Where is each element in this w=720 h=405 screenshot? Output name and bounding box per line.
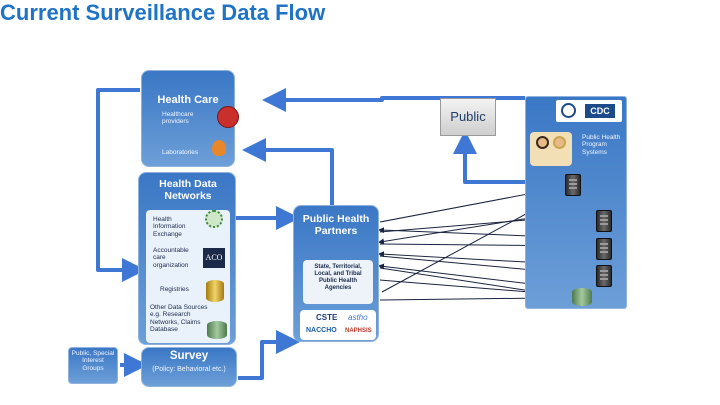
- hie-network-icon: [205, 210, 223, 228]
- registries-database-icon: [206, 280, 224, 302]
- registries-label: Registries: [160, 286, 189, 293]
- page-title: Current Surveillance Data Flow: [0, 0, 326, 25]
- hospital-icon: [217, 106, 239, 128]
- public-interest-box: [68, 347, 118, 384]
- laboratories-label: Laboratories: [162, 149, 199, 156]
- aco-logo: ACO: [203, 248, 225, 268]
- partner-logo-naphsis: NAPHSIS: [345, 328, 372, 334]
- partner-logo-cste: CSTE: [316, 313, 338, 322]
- server-icon-4: [596, 265, 612, 287]
- agencies-label: State, Territorial, Local, and Tribal Pu…: [314, 264, 362, 291]
- arrow-partners-to-healthcare: [242, 138, 334, 205]
- health-data-networks-title: Health Data Networks: [159, 178, 217, 203]
- public-interest-label: Public, Special Interest Groups: [71, 350, 115, 372]
- other-data-sources-label: Other Data Sources e.g. Research Network…: [150, 304, 208, 334]
- arrow-loop-left: [96, 88, 146, 282]
- health-care-title: Health Care: [157, 94, 219, 106]
- people-icon: [530, 132, 572, 166]
- server-icon-2: [596, 210, 612, 232]
- arrow-to-public: [453, 130, 525, 184]
- public-box: Public: [440, 98, 496, 136]
- aco-label: Accountable care organization: [153, 247, 189, 269]
- program-systems-label: Public Health Program Systems: [582, 134, 621, 156]
- cdc-database-icon: [572, 288, 592, 306]
- server-icon-3: [596, 238, 612, 260]
- partner-logo-naccho: NACCHO: [306, 327, 337, 334]
- healthcare-providers-label: Healthcare providers: [162, 111, 194, 126]
- survey-panel: [141, 347, 237, 387]
- other-sources-database-icon: [207, 321, 227, 339]
- lab-flask-icon: [212, 140, 226, 156]
- agencies-box: [303, 260, 373, 304]
- survey-subtitle: (Policy: Behavioral etc.): [152, 366, 226, 373]
- hhs-seal-icon: [561, 103, 576, 118]
- partner-logos-box: [300, 310, 376, 340]
- networks-content-box: [146, 210, 230, 343]
- person-icon-left: [536, 136, 549, 149]
- server-icon-1: [565, 174, 581, 196]
- arrow-survey-to-partners: [238, 330, 300, 380]
- public-health-partners-title: Public Health Partners: [302, 213, 370, 238]
- hie-label: Health Information Exchange: [153, 216, 186, 238]
- person-icon-right: [553, 136, 566, 149]
- partner-logo-astho: astho: [348, 313, 368, 322]
- cdc-logo: CDC: [585, 104, 615, 118]
- survey-title: Survey: [169, 350, 209, 362]
